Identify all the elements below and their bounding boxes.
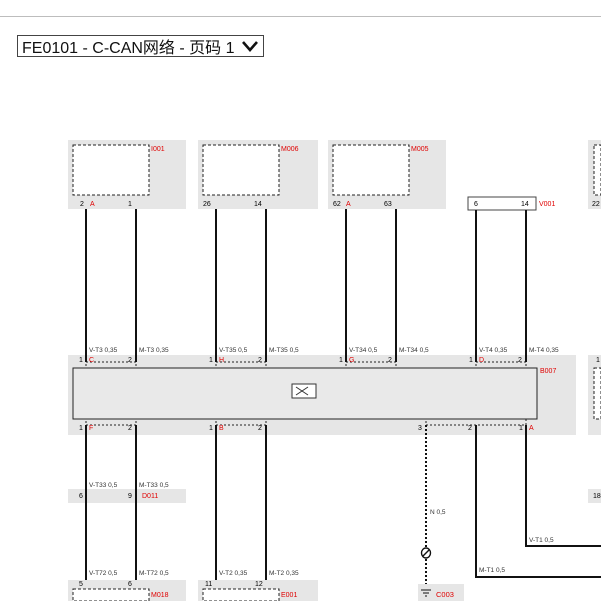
connector-label: C003 [436,590,454,599]
svg-text:2: 2 [258,425,262,432]
connector-M006[interactable]: M006 26 14 [198,140,318,209]
svg-text:22: 22 [592,201,600,208]
svg-text:1: 1 [79,425,83,432]
svg-text:18: 18 [593,493,601,500]
svg-text:V-T2 0,35: V-T2 0,35 [219,570,248,577]
svg-text:1: 1 [209,357,213,364]
svg-text:G: G [349,357,354,364]
connector-M018[interactable]: 5 6 M018 [68,580,186,601]
svg-text:V-T4 0,35: V-T4 0,35 [479,347,508,354]
wire-labels-top: V-T3 0,35 M-T3 0,35 V-T35 0,5 M-T35 0,5 … [89,347,559,354]
svg-text:M-T33 0,5: M-T33 0,5 [139,482,169,489]
svg-text:C: C [89,357,94,364]
svg-text:2: 2 [518,357,522,364]
connector-label: I001 [151,146,165,153]
svg-text:M-T1 0,5: M-T1 0,5 [479,567,505,574]
svg-text:2: 2 [128,425,132,432]
svg-text:V-T3 0,35: V-T3 0,35 [89,347,118,354]
ground-C003[interactable]: C003 [418,584,464,601]
svg-text:2: 2 [258,357,262,364]
svg-text:1: 1 [128,201,132,208]
svg-text:V-T35 0,5: V-T35 0,5 [219,347,248,354]
svg-text:2: 2 [128,357,132,364]
connector-right-partial: 22 [588,140,601,209]
connector-label: M006 [281,146,299,153]
svg-text:M-T4 0,35: M-T4 0,35 [529,347,559,354]
svg-text:6: 6 [128,581,132,588]
svg-text:M-T2 0,35: M-T2 0,35 [269,570,299,577]
connector-label: V001 [539,201,555,208]
svg-text:1: 1 [469,357,473,364]
svg-text:6: 6 [474,201,478,208]
svg-text:1: 1 [596,357,600,364]
svg-text:V-T1 0,5: V-T1 0,5 [529,537,554,544]
svg-text:A: A [90,201,95,208]
header-divider [0,16,601,17]
connector-V001[interactable]: 6 14 V001 [467,196,555,211]
svg-text:M-T35 0,5: M-T35 0,5 [269,347,299,354]
svg-text:2: 2 [80,201,84,208]
wires-bottom [85,425,601,584]
fuse-icon [420,547,432,559]
wires-top [85,209,527,362]
svg-text:A: A [529,425,534,432]
svg-text:9: 9 [128,493,132,500]
svg-text:M-T72 0,5: M-T72 0,5 [139,570,169,577]
svg-text:F: F [89,425,93,432]
connector-E001[interactable]: 11 12 E001 [198,580,318,601]
svg-text:2: 2 [468,425,472,432]
svg-text:1: 1 [79,357,83,364]
svg-text:H: H [219,357,224,364]
inline-connector-D011[interactable]: 6 9 D011 [68,489,186,503]
svg-text:D: D [479,357,484,364]
connector-label: M018 [151,592,169,599]
inline-right-partial: 18 [588,489,601,503]
svg-text:M-T3 0,35: M-T3 0,35 [139,347,169,354]
connector-label: E001 [281,592,297,599]
svg-text:12: 12 [255,581,263,588]
connector-M005[interactable]: M005 62 A 63 [328,140,446,209]
svg-text:5: 5 [79,581,83,588]
connector-I001[interactable]: I001 2 A 1 [68,140,186,209]
svg-text:V-T34 0,5: V-T34 0,5 [349,347,378,354]
svg-text:V-T72 0,5: V-T72 0,5 [89,570,118,577]
svg-text:1: 1 [209,425,213,432]
svg-text:2: 2 [388,357,392,364]
wire-labels-bottom: V-T33 0,5 M-T33 0,5 V-T72 0,5 M-T72 0,5 … [89,482,554,577]
svg-text:3: 3 [418,425,422,432]
ground-icon [421,589,431,597]
chevron-down-icon [241,39,259,53]
svg-text:14: 14 [254,201,262,208]
connector-label: B007 [540,368,556,375]
svg-text:N 0,5: N 0,5 [430,509,446,516]
svg-text:62: 62 [333,201,341,208]
connector-label: D011 [142,493,158,500]
network-module-icon [291,383,317,399]
svg-text:63: 63 [384,201,392,208]
svg-text:M-T34 0,5: M-T34 0,5 [399,347,429,354]
svg-text:1: 1 [519,425,523,432]
svg-text:B: B [219,425,224,432]
connector-label: M005 [411,146,429,153]
svg-text:11: 11 [205,581,212,588]
svg-text:1: 1 [339,357,343,364]
svg-text:V-T33 0,5: V-T33 0,5 [89,482,118,489]
module-right-partial: 1 [588,355,601,435]
svg-text:26: 26 [203,201,211,208]
svg-text:14: 14 [521,201,529,208]
page-selector-value: FE0101 - C-CAN网络 - 页码 1 [22,40,235,57]
svg-text:6: 6 [79,493,83,500]
page-selector-dropdown[interactable]: FE0101 - C-CAN网络 - 页码 1 [17,35,264,57]
svg-text:A: A [346,201,351,208]
gateway-module-B007[interactable]: B007 1 C 2 1 H 2 1 G 2 1 D 2 1 F 2 1 B 2… [68,355,576,435]
